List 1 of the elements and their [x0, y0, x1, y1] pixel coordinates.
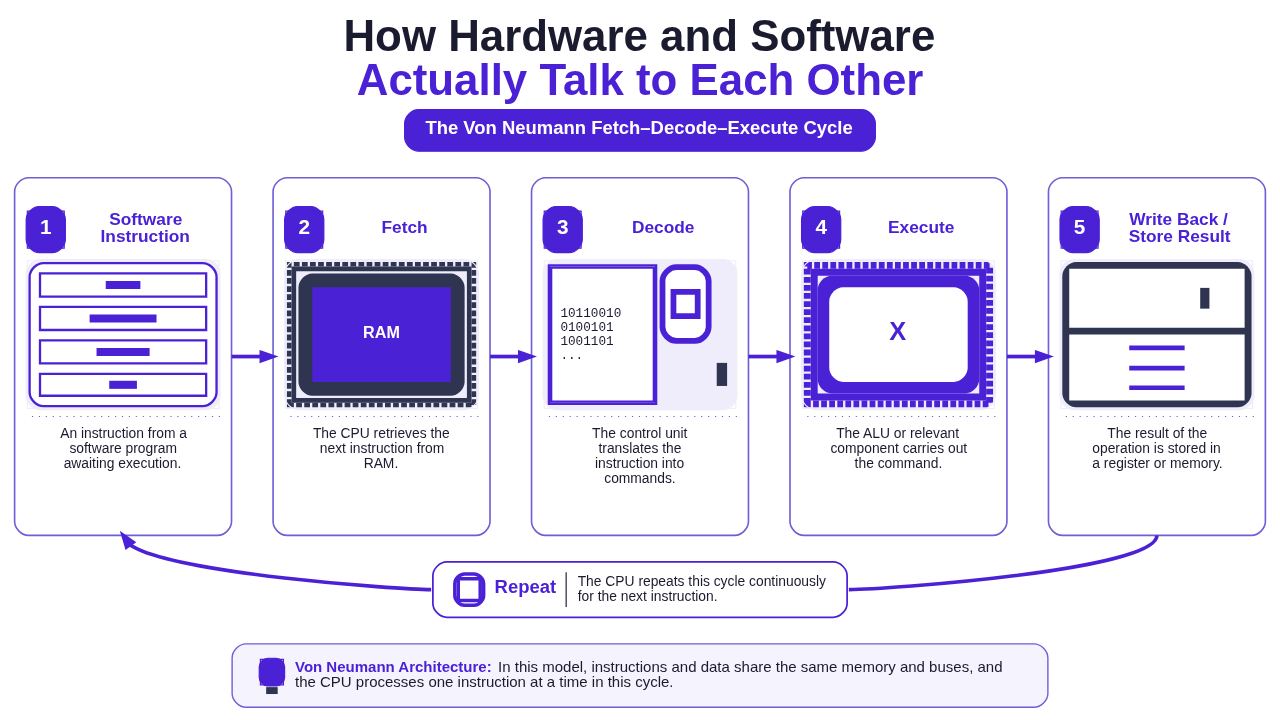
diagram-title: How Hardware and Software Actually Talk to Each Other: [343, 11, 936, 105]
